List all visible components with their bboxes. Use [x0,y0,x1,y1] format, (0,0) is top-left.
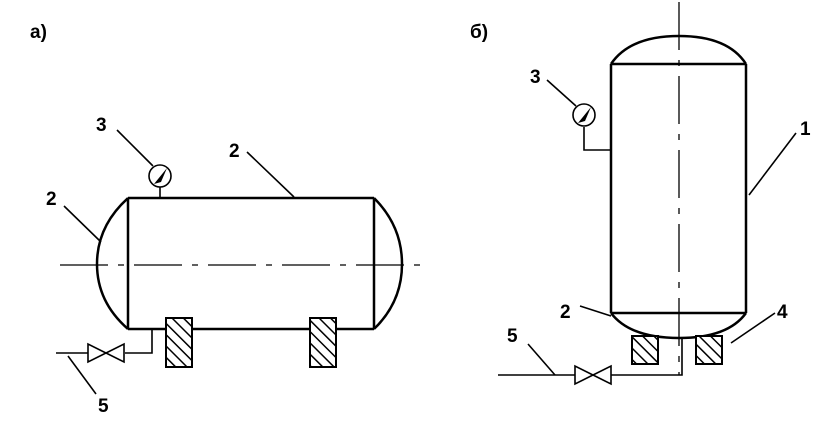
leader-pipe-a [67,355,97,395]
leader-head-b [579,305,612,317]
support-left [631,335,659,365]
callout-a-pipe: 5 [98,396,109,417]
vessel-right-head [373,197,404,330]
valve-icon [87,342,125,364]
vertical-vessel [609,34,748,340]
vessel-bottom-head [610,312,748,340]
leader-support-b [730,312,776,344]
figure-b-label: б) [470,22,488,43]
callout-b-gauge: 3 [530,67,541,88]
leader-gauge-a [116,129,154,167]
support-right [695,335,723,365]
valve-icon [574,364,612,386]
vessel-top-head [609,34,748,65]
drain-pipe [498,338,683,386]
support-left [165,317,193,368]
leader-shell-a [246,151,295,198]
vessel-left-head [95,197,129,330]
callout-a-gauge: 3 [96,115,107,136]
figure-a-label: а) [30,22,47,43]
leader-gauge-b [546,79,577,107]
figure-a: а) [30,22,430,417]
leader-shell-b [748,132,797,196]
horizontal-vessel [95,196,404,331]
leader-pipe-b [527,343,556,376]
pressure-gauge-icon [148,164,172,198]
callout-b-support: 4 [777,302,788,323]
callout-b-pipe: 5 [507,326,518,347]
callout-a-head: 2 [46,189,57,210]
callout-b-head: 2 [560,302,571,323]
pressure-gauge-icon [572,103,611,151]
support-right [309,317,337,368]
callout-a-shell: 2 [229,141,240,162]
leader-head-a [63,205,102,243]
figure-b: б) [470,2,811,386]
drain-pipe [56,329,153,364]
callout-b-shell: 1 [800,119,811,140]
